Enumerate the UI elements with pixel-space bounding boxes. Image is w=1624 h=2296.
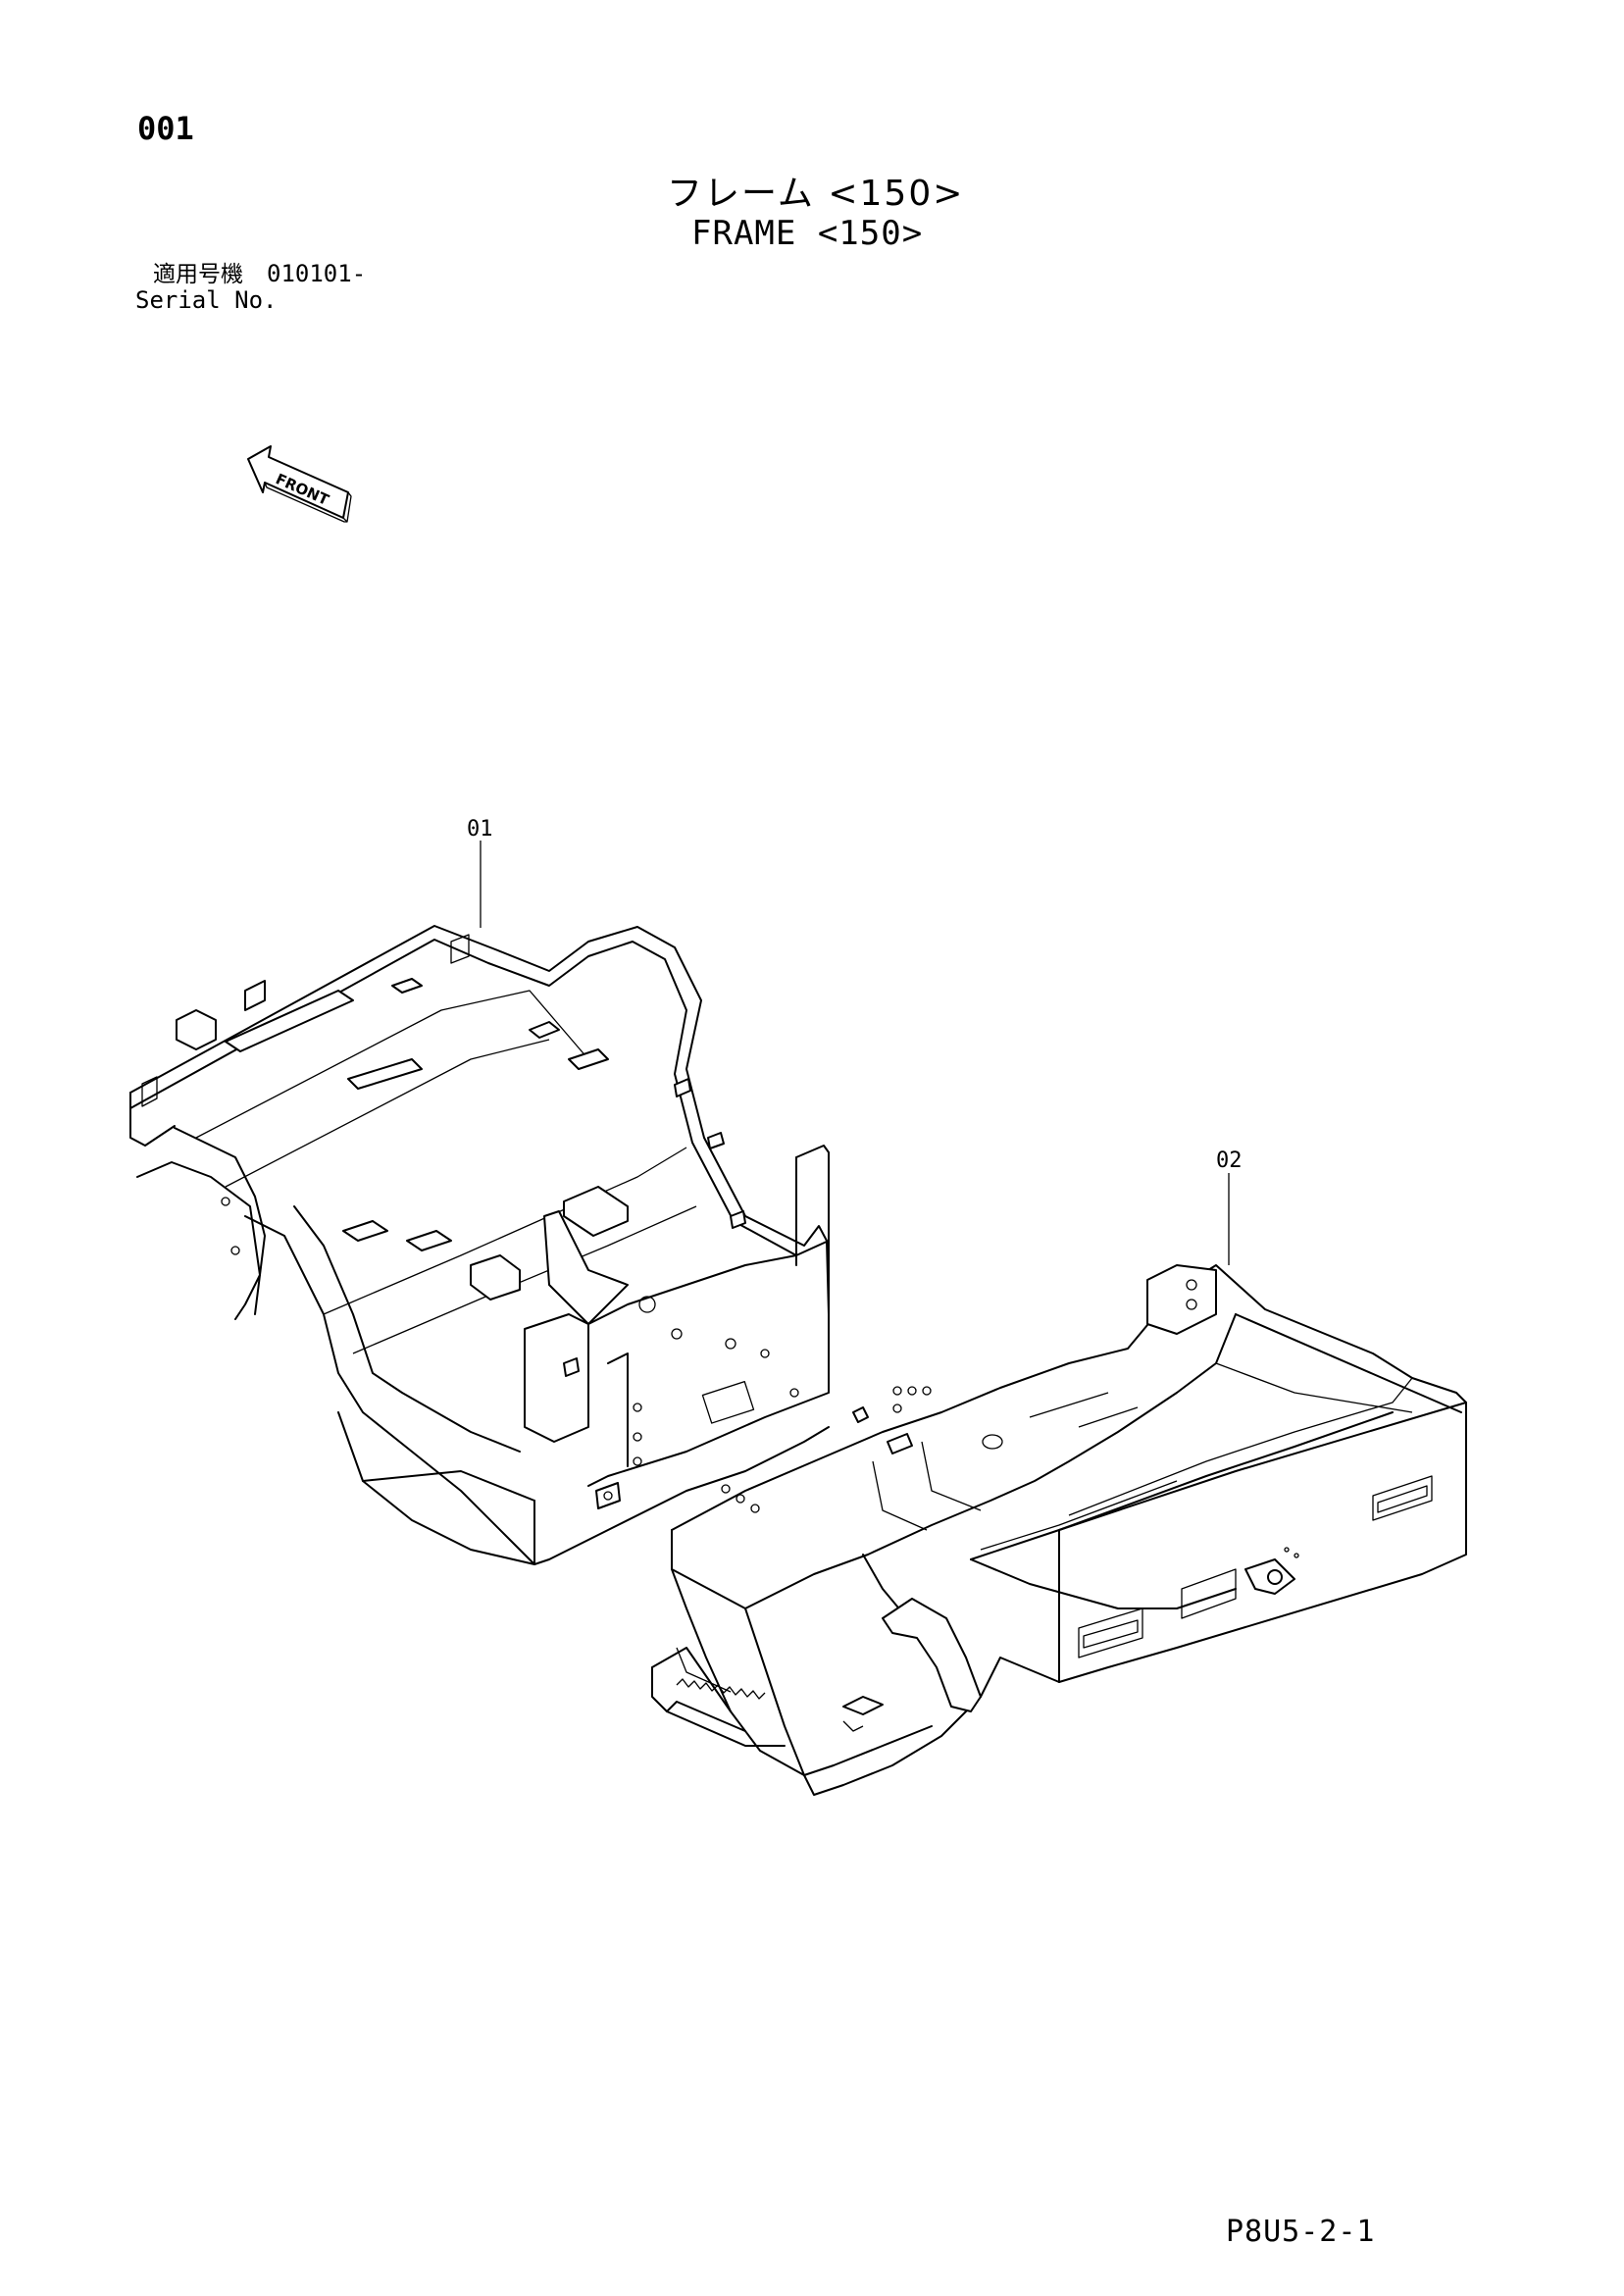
title-english: FRAME <150>	[691, 214, 924, 253]
serial-info: 適用号機 010101- Serial No.	[135, 261, 366, 313]
callout-01-label: 01	[467, 817, 493, 842]
serial-row-jp: 適用号機 010101-	[135, 261, 366, 287]
part-01-frame	[129, 925, 830, 1565]
front-arrow-icon: FRONT	[247, 445, 352, 523]
callout-02-label: 02	[1216, 1148, 1243, 1173]
title-japanese: フレーム <150>	[667, 174, 965, 214]
serial-value: 010101-	[267, 260, 367, 287]
serial-label-en: Serial No.	[135, 286, 278, 314]
part-02-frame	[651, 1264, 1467, 1796]
page-number: 001	[137, 110, 194, 147]
footer-code: P8U5-2-1	[1226, 2215, 1376, 2249]
serial-label-jp: 適用号機	[153, 262, 243, 287]
